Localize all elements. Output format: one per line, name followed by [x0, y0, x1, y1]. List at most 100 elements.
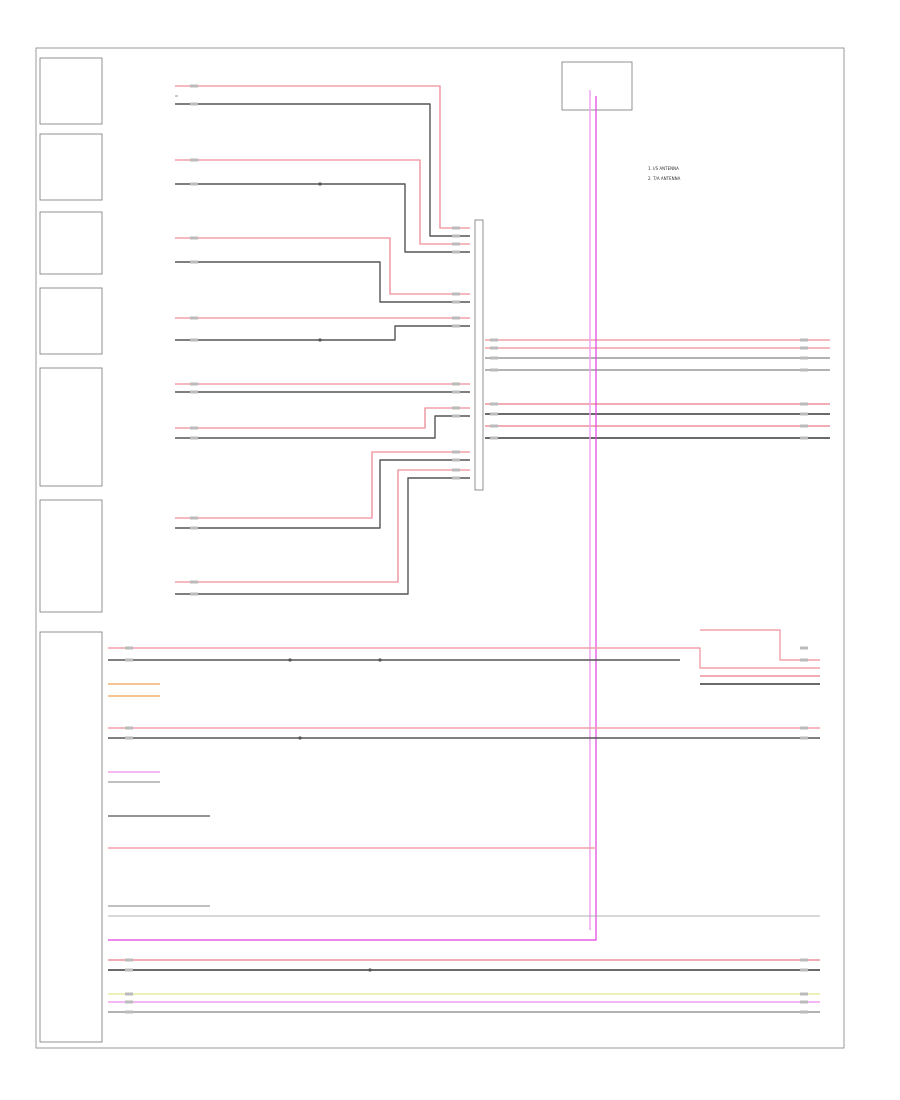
- wire-marker-joint-4: [452, 292, 460, 296]
- wire-marker-left-7: [190, 338, 198, 342]
- splice-point: [378, 658, 382, 662]
- wire-marker-out-l4: [490, 402, 498, 406]
- splice-point: [318, 338, 322, 342]
- joint-connector-box: [474, 219, 484, 491]
- splice-point: [288, 658, 292, 662]
- wire-marker-left-14: [190, 580, 198, 584]
- wire-marker-bot-l1: [125, 658, 133, 662]
- wire-red-b1y: [700, 629, 820, 661]
- wire-marker-left-0: [190, 84, 198, 88]
- wire-marker-joint-11: [452, 414, 460, 418]
- antenna-box-3: [39, 211, 103, 275]
- wire-marker-joint-0: [452, 226, 460, 230]
- wire-marker-out-l6: [490, 424, 498, 428]
- wire-marker-left-12: [190, 516, 198, 520]
- wire-marker-bot-l7: [125, 1000, 133, 1004]
- wire-marker-bot-l3: [125, 736, 133, 740]
- wire-marker-left-13: [190, 526, 198, 530]
- wire-marker-out-r1: [800, 346, 808, 350]
- wire-marker-joint-5: [452, 300, 460, 304]
- wire-marker-joint-9: [452, 390, 460, 394]
- splice-point: [298, 736, 302, 740]
- unit-box-bottom: [39, 631, 103, 1043]
- wire-marker-joint-2: [452, 242, 460, 246]
- wire-blk-g6d: [175, 477, 470, 595]
- wire-marker-out-l1: [490, 346, 498, 350]
- wire-marker-joint-13: [452, 458, 460, 462]
- diagram-frame: [35, 47, 845, 1049]
- wire-red-g6c: [175, 469, 470, 583]
- wire-marker-left-10: [190, 426, 198, 430]
- wire-red-b1x: [680, 647, 820, 669]
- wire-marker-joint-14: [452, 468, 460, 472]
- wire-marker-out-r6: [800, 424, 808, 428]
- wire-marker-left-9: [190, 390, 198, 394]
- wire-marker-bot-r8: [800, 1010, 808, 1014]
- component-boxes: [39, 57, 633, 1043]
- notes-block: 1. I/S ANTENNA 2. T/A ANTENNA: [648, 166, 681, 181]
- wire-marker-out-r3: [800, 368, 808, 372]
- wire-marker-out-r4: [800, 402, 808, 406]
- wire-marker-bot-r1: [800, 658, 808, 662]
- wire-marker-joint-1: [452, 234, 460, 238]
- splice-point: [318, 182, 322, 186]
- wire-marker-left-3: [190, 182, 198, 186]
- wire-marker-joint-6: [452, 316, 460, 320]
- wire-marker-left-1: [190, 102, 198, 106]
- wire-marker-left-4: [190, 236, 198, 240]
- wire-harness: [108, 84, 830, 1014]
- note-1: 1. I/S ANTENNA: [648, 166, 679, 171]
- wire-red-g5c: [175, 407, 470, 429]
- wire-marker-left-5: [190, 260, 198, 264]
- antenna-box-6: [39, 499, 103, 613]
- wire-marker-left-8: [190, 382, 198, 386]
- wire-blk-g2b: [175, 183, 470, 253]
- wire-marker-bot-l0: [125, 646, 133, 650]
- wire-marker-bot-l4: [125, 958, 133, 962]
- wire-marker-left-2: [190, 158, 198, 162]
- wire-marker-out-l5: [490, 412, 498, 416]
- splice-point: [368, 968, 372, 972]
- wire-red-g1a: [175, 85, 470, 229]
- wire-marker-bot-r5: [800, 968, 808, 972]
- top-fuse-box: [561, 61, 633, 111]
- wire-marker-out-l3: [490, 368, 498, 372]
- antenna-box-1: [39, 57, 103, 125]
- wire-red-g3a: [175, 237, 470, 295]
- wire-marker-joint-7: [452, 324, 460, 328]
- wire-magenta-trunk: [108, 96, 597, 941]
- wire-marker-bot-r0: [800, 646, 808, 650]
- wire-marker-out-l2: [490, 356, 498, 360]
- wire-marker-out-r0: [800, 338, 808, 342]
- wire-marker-joint-8: [452, 382, 460, 386]
- antenna-box-4: [39, 287, 103, 355]
- wire-marker-left-6: [190, 316, 198, 320]
- wire-marker-bot-r6: [800, 992, 808, 996]
- antenna-box-5: [39, 367, 103, 487]
- wire-marker-left-15: [190, 592, 198, 596]
- wire-marker-joint-15: [452, 476, 460, 480]
- wire-marker-bot-r3: [800, 736, 808, 740]
- wire-marker-out-r2: [800, 356, 808, 360]
- wire-red-g2a: [175, 159, 470, 245]
- wire-marker-bot-r2: [800, 726, 808, 730]
- wire-marker-joint-12: [452, 450, 460, 454]
- wire-marker-out-l7: [490, 436, 498, 440]
- wire-marker-joint-10: [452, 406, 460, 410]
- wire-marker-bot-l2: [125, 726, 133, 730]
- wire-marker-joint-3: [452, 250, 460, 254]
- wire-marker-bot-r7: [800, 1000, 808, 1004]
- wire-marker-bot-r4: [800, 958, 808, 962]
- wire-marker-left-11: [190, 436, 198, 440]
- wire-blk-g3b: [175, 261, 470, 303]
- note-2: 2. T/A ANTENNA: [648, 176, 681, 181]
- wire-marker-out-r7: [800, 436, 808, 440]
- wire-marker-bot-l6: [125, 992, 133, 996]
- wire-marker-bot-l8: [125, 1010, 133, 1014]
- wire-marker-bot-l5: [125, 968, 133, 972]
- wire-red-g6a: [175, 451, 470, 519]
- wire-blk-g4b: [175, 325, 470, 341]
- wire-marker-out-r5: [800, 412, 808, 416]
- wire-blk-g6b: [175, 459, 470, 529]
